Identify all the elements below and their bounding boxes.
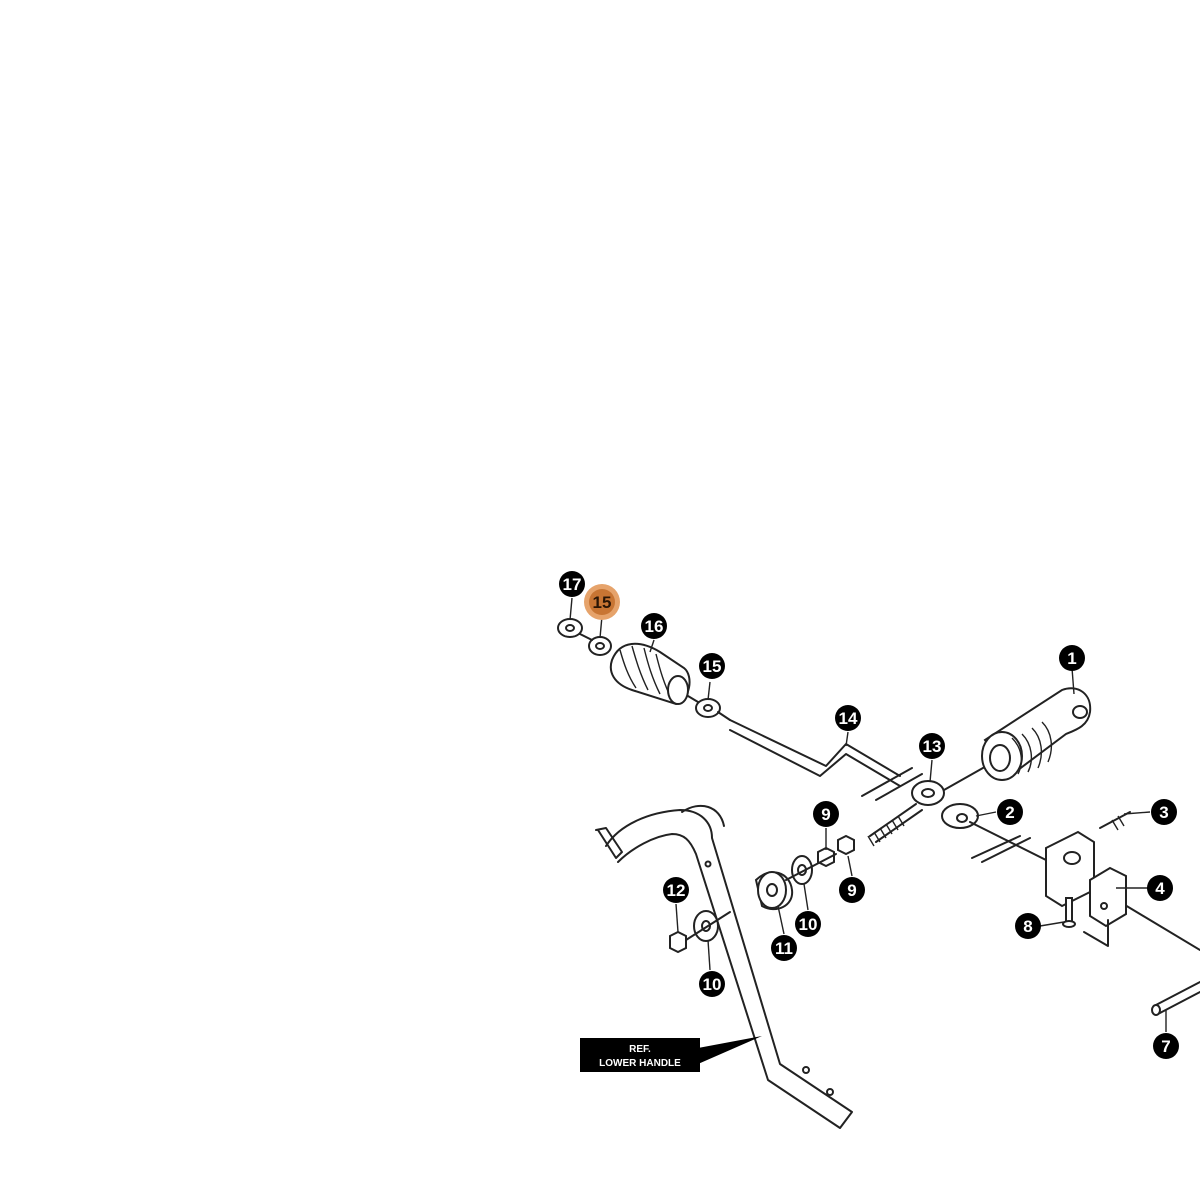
callout-17[interactable]: 17 [559, 571, 585, 597]
callout-10-lower[interactable]: 10 [699, 971, 725, 997]
svg-text:2: 2 [1005, 803, 1014, 822]
lower-handle [595, 804, 853, 1129]
ref-lower-handle-label: REF. LOWER HANDLE [580, 1036, 762, 1072]
svg-text:9: 9 [821, 805, 830, 824]
svg-text:1: 1 [1067, 649, 1076, 668]
svg-text:16: 16 [645, 617, 664, 636]
leader-lines [569, 597, 1167, 1032]
hardware-9-10-11 [754, 834, 855, 911]
svg-text:14: 14 [839, 709, 858, 728]
callout-12[interactable]: 12 [663, 877, 689, 903]
callout-11[interactable]: 11 [771, 935, 797, 961]
svg-text:13: 13 [923, 737, 942, 756]
callouts: 1 2 3 4 7 8 9 9 10 10 11 12 13 14 15 16 … [559, 571, 1179, 1059]
callout-9-lower[interactable]: 9 [839, 877, 865, 903]
svg-text:11: 11 [775, 939, 793, 958]
svg-text:8: 8 [1023, 917, 1032, 936]
callout-13[interactable]: 13 [919, 733, 945, 759]
svg-text:17: 17 [563, 575, 582, 594]
ref-label-line1: REF. [629, 1044, 651, 1055]
svg-text:7: 7 [1161, 1037, 1170, 1056]
svg-text:10: 10 [703, 975, 722, 994]
svg-text:9: 9 [847, 881, 856, 900]
callout-15-highlighted[interactable]: 15 [584, 584, 620, 620]
callout-7[interactable]: 7 [1153, 1033, 1179, 1059]
svg-text:12: 12 [667, 881, 686, 900]
callout-10-upper[interactable]: 10 [795, 911, 821, 937]
ref-label-line2: LOWER HANDLE [599, 1058, 681, 1069]
svg-text:15: 15 [703, 657, 722, 676]
callout-14[interactable]: 14 [835, 705, 861, 731]
eyebolt-13 [867, 780, 945, 847]
callout-15-right[interactable]: 15 [699, 653, 725, 679]
callout-16[interactable]: 16 [641, 613, 667, 639]
svg-text:3: 3 [1159, 803, 1168, 822]
svg-text:10: 10 [799, 915, 818, 934]
svg-text:4: 4 [1155, 879, 1165, 898]
callout-1[interactable]: 1 [1059, 645, 1085, 671]
svg-text:15: 15 [593, 593, 612, 612]
callout-3[interactable]: 3 [1151, 799, 1177, 825]
callout-8[interactable]: 8 [1015, 913, 1041, 939]
bracket-4 [1045, 811, 1200, 1016]
grip-1 [943, 687, 1092, 791]
callout-2[interactable]: 2 [997, 799, 1023, 825]
rod-14 [729, 719, 923, 801]
callout-4[interactable]: 4 [1147, 875, 1173, 901]
callout-9-upper[interactable]: 9 [813, 801, 839, 827]
hardware-12-10 [669, 910, 731, 954]
